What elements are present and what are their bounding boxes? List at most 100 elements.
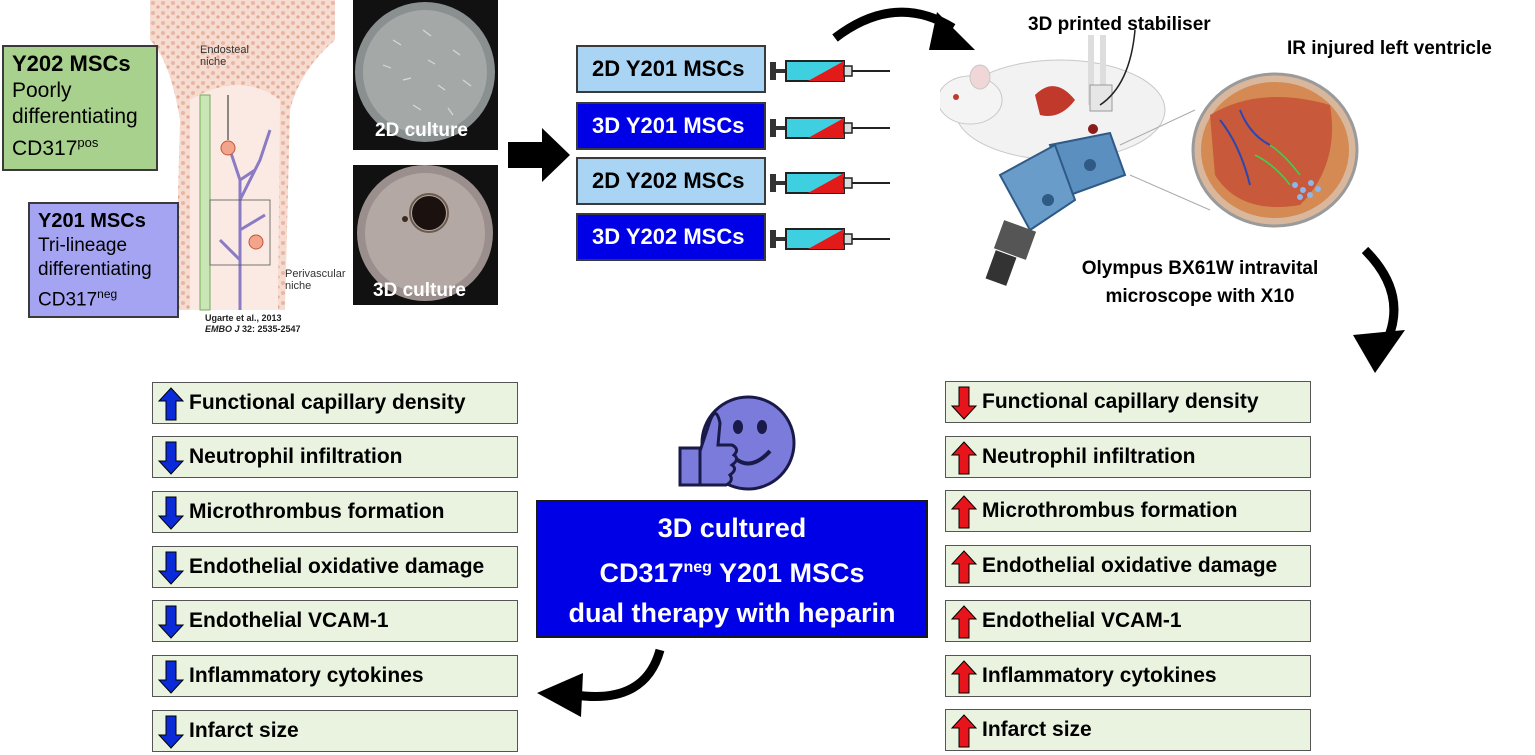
injury-outcome-label: Infarct size [982,718,1092,741]
microscope-label: Olympus BX61W intravital microscope with… [1055,255,1345,311]
syringe-row-3d-y201: 3D Y201 MSCs [576,102,766,150]
arrow-down-icon [157,551,185,585]
therapy-box: 3D cultured CD317neg Y201 MSCs dual ther… [536,500,928,638]
microscope-label-line1: Olympus BX61W intravital [1081,258,1319,279]
thumbs-up-smiley-icon [678,395,796,491]
treated-outcome-microthrombus-formation: Microthrombus formation [152,491,518,533]
y202-marker-sup: pos [77,135,99,150]
y201-msc-box: Y201 MSCs Tri-lineage differentiating CD… [28,202,179,318]
injury-outcome-endothelial-vcam-1: Endothelial VCAM-1 [945,600,1311,642]
treated-outcome-endothelial-oxidative-damage: Endothelial oxidative damage [152,546,518,588]
y201-marker-line: CD317neg [38,282,169,312]
citation-journal-line: EMBO J 32: 2535-2547 [205,324,301,335]
therapy-cells: Y201 MSCs [711,558,865,588]
ventricle-label: IR injured left ventricle [1287,38,1492,59]
injury-outcome-microthrombus-formation: Microthrombus formation [945,490,1311,532]
arrow-up-icon [950,714,978,748]
y201-marker-sup: neg [97,287,118,301]
curved-arrow-top [832,7,975,50]
culture-2d-label: 2D culture [375,120,468,141]
treated-outcome-label: Neutrophil infiltration [189,445,403,468]
syringe-label-3d-y202: 3D Y202 MSCs [592,224,745,249]
injury-outcome-label: Inflammatory cytokines [982,664,1217,687]
treated-outcome-infarct-size: Infarct size [152,710,518,752]
y201-line2: differentiating [38,259,152,280]
therapy-line3: dual therapy with heparin [568,598,896,628]
syringe-row-2d-y201: 2D Y201 MSCs [576,45,766,93]
syringe-row-2d-y202: 2D Y202 MSCs [576,157,766,205]
y202-title: Y202 MSCs [12,51,131,76]
therapy-marker: CD317 [599,558,684,588]
arrow-up-icon [950,660,978,694]
treated-outcome-label: Inflammatory cytokines [189,664,424,687]
syringe-icon [770,117,890,139]
right-block-arrow [508,128,570,182]
y202-marker-line: CD317pos [12,130,148,162]
injury-outcome-infarct-size: Infarct size [945,709,1311,751]
treated-outcome-neutrophil-infiltration: Neutrophil infiltration [152,436,518,478]
arrow-down-icon [950,386,978,420]
injury-outcome-inflammatory-cytokines: Inflammatory cytokines [945,655,1311,697]
y201-title: Y201 MSCs [38,210,146,232]
arrow-up-icon [950,550,978,584]
stabiliser-label: 3D printed stabiliser [1028,14,1211,35]
bone-diagram [150,0,335,311]
arrow-down-icon [157,441,185,475]
citation: Ugarte et al., 2013 EMBO J 32: 2535-2547 [205,313,301,335]
arrow-up-icon [950,441,978,475]
therapy-line1: 3D cultured [657,513,807,543]
culture-3d-dish [357,165,493,301]
curved-arrow-bottom [537,648,665,717]
treated-outcome-label: Infarct size [189,719,299,742]
syringe-label-3d-y201: 3D Y201 MSCs [592,113,745,138]
syringe-label-2d-y202: 2D Y202 MSCs [592,168,745,193]
injury-outcome-endothelial-oxidative-damage: Endothelial oxidative damage [945,545,1311,587]
injury-outcome-label: Endothelial oxidative damage [982,554,1278,577]
intravital-setup-illustration [937,25,1360,290]
arrow-down-icon [157,660,185,694]
arrow-down-icon [157,715,185,749]
perivascular-niche-label: Perivascular niche [285,268,346,292]
syringe-icon [770,172,890,194]
syringe-icon [770,228,890,250]
treated-outcome-label: Microthrombus formation [189,500,445,523]
y201-marker: CD317 [38,289,98,311]
treated-outcome-endothelial-vcam-1: Endothelial VCAM-1 [152,600,518,642]
treated-outcome-inflammatory-cytokines: Inflammatory cytokines [152,655,518,697]
injury-outcome-label: Microthrombus formation [982,499,1238,522]
arrow-up-icon [157,387,185,421]
treated-outcome-functional-capillary-density: Functional capillary density [152,382,518,424]
culture-3d-label: 3D culture [373,280,466,301]
citation-authors: Ugarte et al., 2013 [205,313,282,323]
arrow-down-icon [157,496,185,530]
mouse-microscope-drawing [937,29,1359,286]
bone-marrow-illustration: Endosteal niche Perivascular niche Ugart… [150,0,346,335]
injury-outcome-label: Neutrophil infiltration [982,445,1196,468]
y201-line1: Tri-lineage [38,235,128,256]
endosteal-niche-label: Endosteal niche [200,44,249,68]
therapy-marker-sup: neg [683,559,712,576]
microscope-label-line2: microscope with X10 [1105,286,1295,307]
y202-line2: differentiating [12,105,138,128]
arrow-down-icon [157,605,185,639]
injury-outcome-functional-capillary-density: Functional capillary density [945,381,1311,423]
culture-3d-photo: 3D culture [353,165,498,305]
treated-outcome-label: Functional capillary density [189,391,466,414]
syringe-icon [770,60,890,82]
culture-2d-dish [355,2,495,142]
treated-outcome-label: Endothelial VCAM-1 [189,609,389,632]
citation-journal: EMBO J [205,324,240,334]
treated-outcome-label: Endothelial oxidative damage [189,555,485,578]
injury-outcome-neutrophil-infiltration: Neutrophil infiltration [945,436,1311,478]
arrow-up-icon [950,605,978,639]
injury-outcome-label: Endothelial VCAM-1 [982,609,1182,632]
y202-msc-box: Y202 MSCs Poorly differentiating CD317po… [2,45,158,171]
syringe-label-2d-y201: 2D Y201 MSCs [592,56,745,81]
syringe-row-3d-y202: 3D Y202 MSCs [576,213,766,261]
curved-arrow-right [1353,246,1405,373]
y202-marker: CD317 [12,137,78,160]
citation-volume: 32: 2535-2547 [239,324,301,334]
therapy-line2: CD317neg Y201 MSCs [538,548,926,593]
injury-outcome-label: Functional capillary density [982,390,1259,413]
culture-2d-photo: 2D culture [353,0,498,150]
